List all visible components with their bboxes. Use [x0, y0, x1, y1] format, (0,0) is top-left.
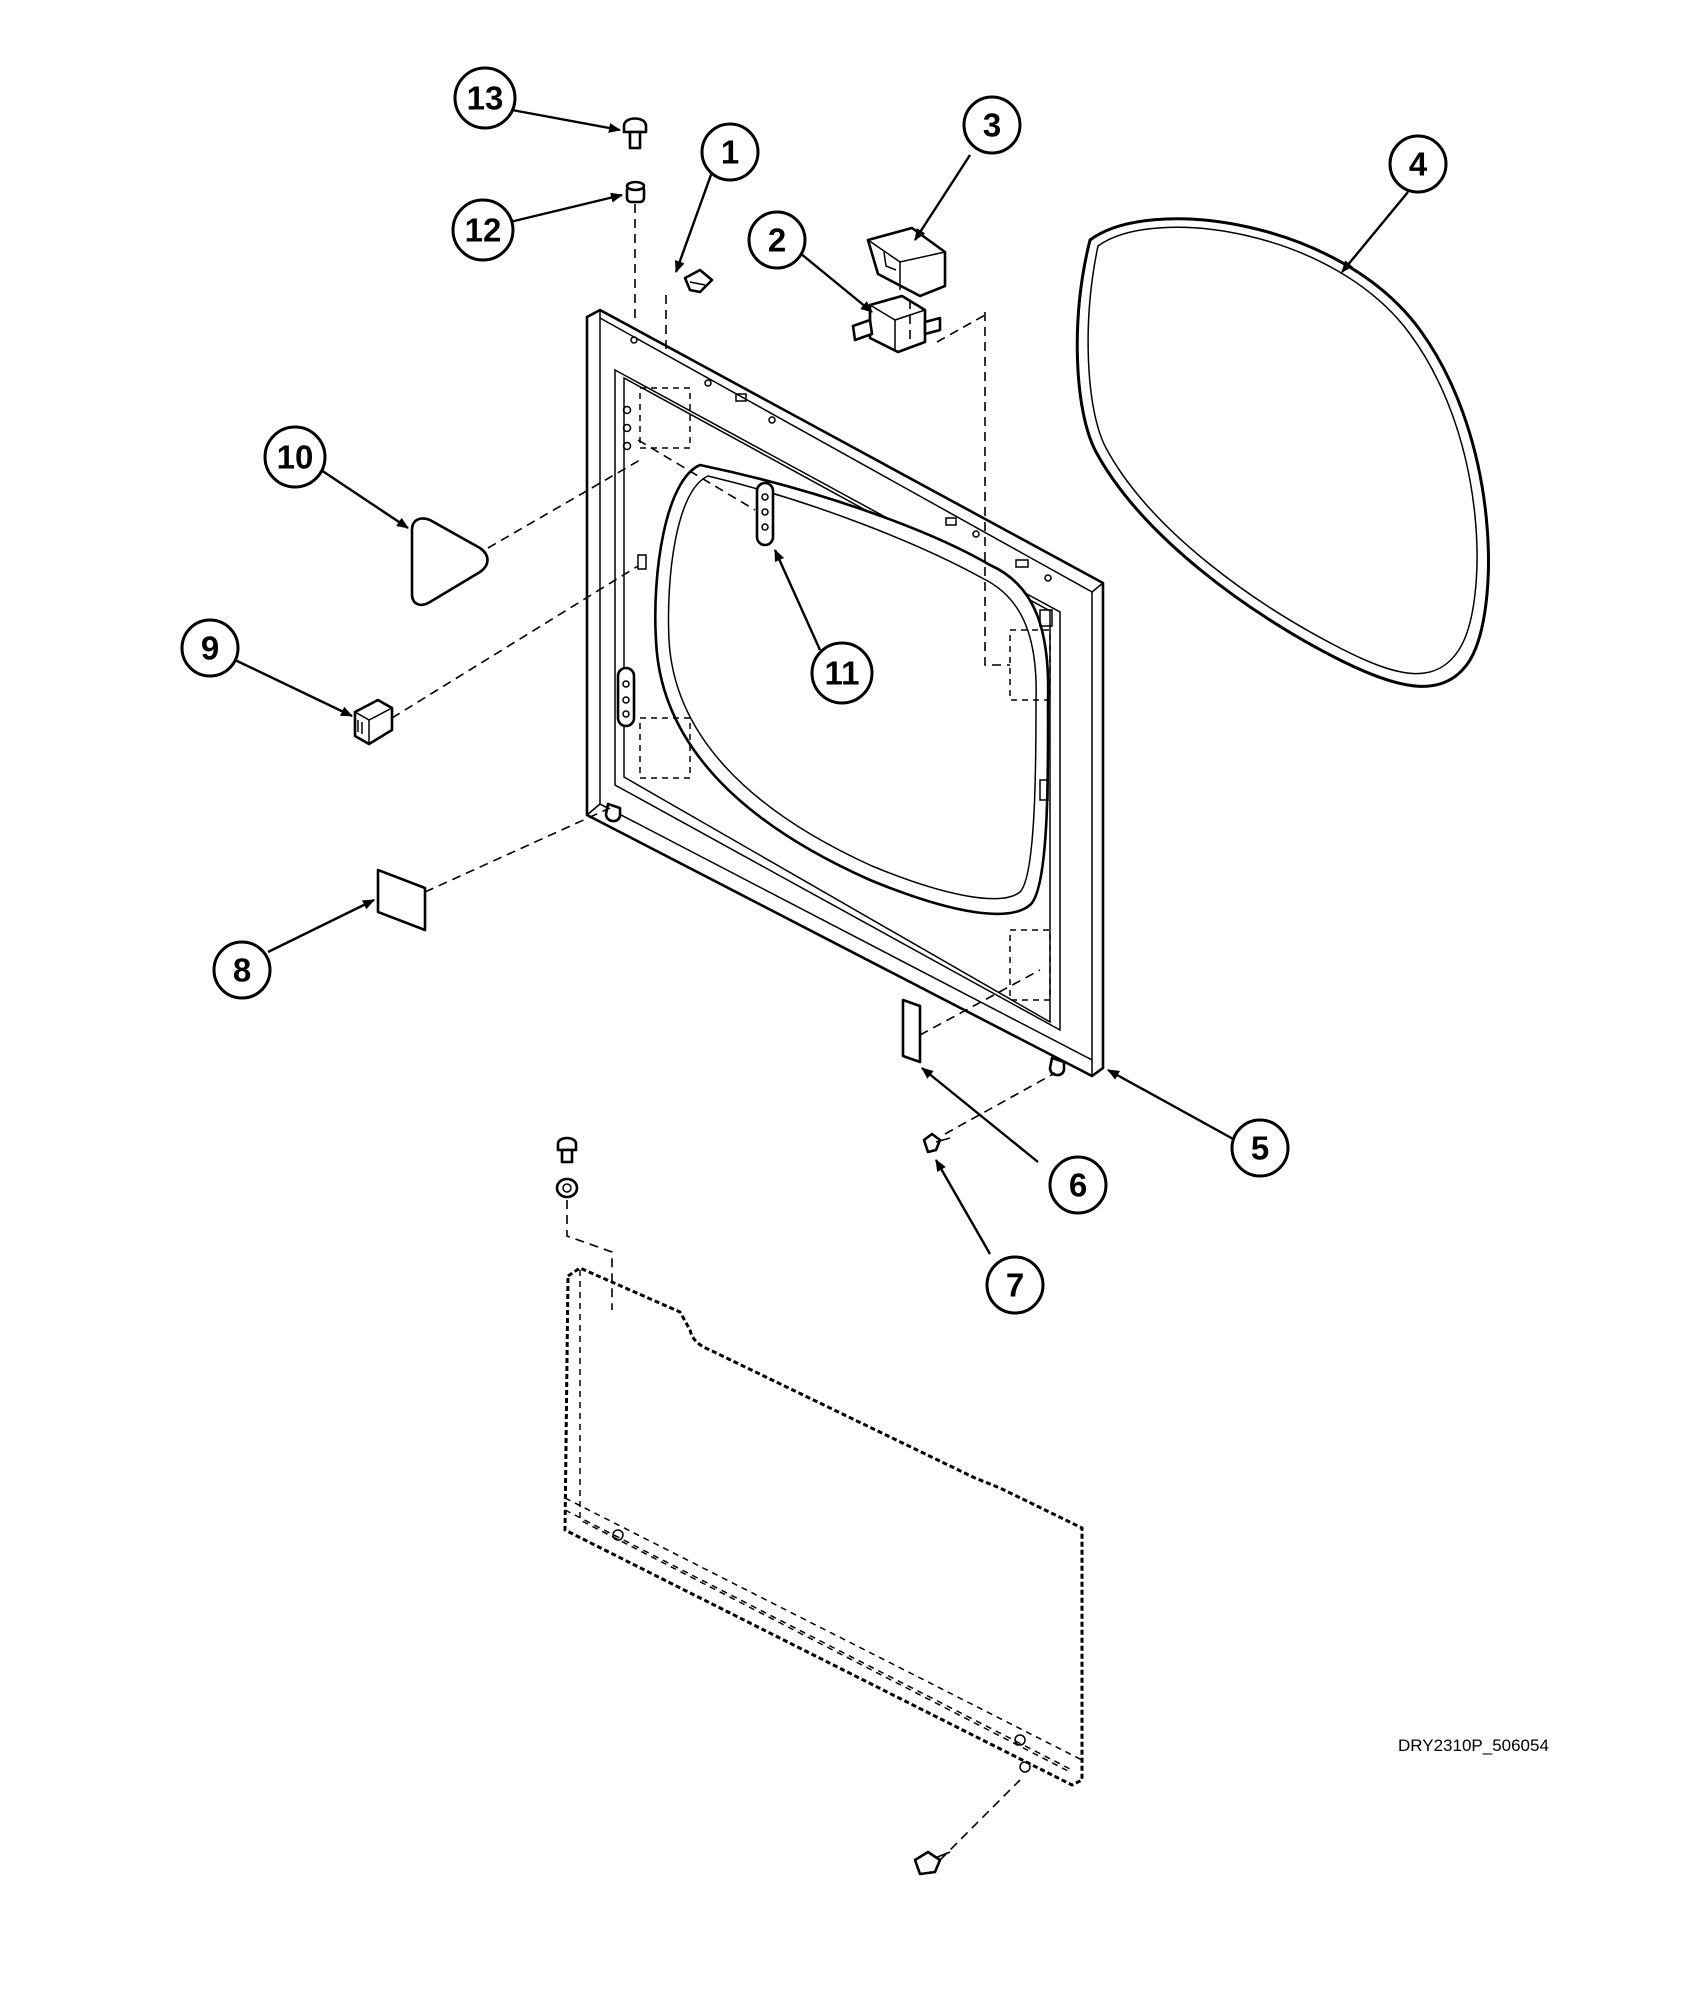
drawing-code: DRY2310P_506054	[1398, 1736, 1549, 1755]
callout-9: 9	[180, 618, 240, 678]
callout-label-1: 1	[721, 134, 739, 171]
callout-label-7: 7	[1006, 1267, 1024, 1304]
screw-7	[922, 1132, 951, 1154]
callout-8: 8	[212, 940, 272, 1000]
callout-12: 12	[451, 198, 515, 262]
callout-4: 4	[1388, 134, 1448, 194]
callout-label-3: 3	[983, 107, 1001, 144]
callout-label-6: 6	[1069, 1167, 1087, 1204]
callout-3: 3	[962, 95, 1022, 155]
toe-panel-screw-top	[556, 1136, 578, 1164]
door-gasket	[1075, 217, 1490, 688]
callout-5: 5	[1230, 1118, 1290, 1178]
assembly-leaders	[391, 204, 1056, 1861]
callout-label-9: 9	[201, 630, 219, 667]
toe-panel-screw-bottom	[913, 1850, 951, 1876]
callout-2: 2	[747, 210, 807, 270]
callout-label-4: 4	[1409, 146, 1428, 183]
lock-switch-strip	[755, 481, 775, 547]
switch-cover	[866, 226, 947, 298]
callout-label-10: 10	[277, 439, 314, 476]
triangle-label	[410, 517, 489, 607]
hinge-block	[353, 698, 394, 746]
spacer-12	[625, 180, 646, 204]
callout-label-12: 12	[465, 212, 502, 249]
callout-arrows	[234, 108, 1409, 1255]
callout-label-13: 13	[467, 80, 504, 117]
label-6	[901, 998, 922, 1064]
toe-panel-washer	[555, 1177, 579, 1199]
label-8	[376, 868, 427, 932]
callout-13: 13	[453, 66, 517, 130]
callout-11: 11	[810, 641, 874, 705]
clip	[683, 268, 714, 294]
door-switch	[851, 294, 942, 354]
toe-panel	[563, 1266, 1084, 1787]
callout-label-2: 2	[768, 222, 786, 259]
screw-13	[622, 117, 648, 150]
callout-6: 6	[1048, 1155, 1108, 1215]
callout-7: 7	[985, 1255, 1045, 1315]
callout-label-8: 8	[233, 952, 251, 989]
callout-label-5: 5	[1251, 1130, 1269, 1167]
callout-10: 10	[263, 425, 327, 489]
callout-1: 1	[700, 122, 760, 182]
callout-label-11: 11	[825, 655, 860, 692]
